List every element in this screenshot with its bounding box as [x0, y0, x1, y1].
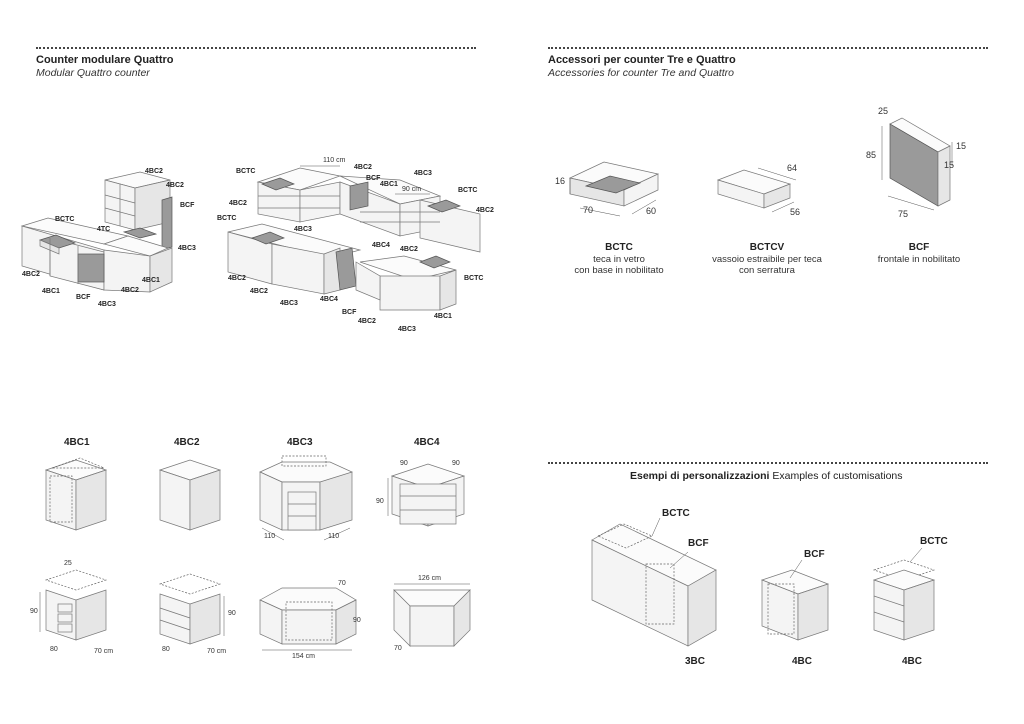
assembly-right-label: BCF [342, 309, 357, 316]
module-bc4-dim-a: 90 [400, 460, 408, 467]
module-name: 4BC4 [414, 437, 440, 448]
custom-name: 3BC [685, 656, 706, 667]
assembly-left-label: 4BC2 [166, 182, 184, 189]
right-title: Accessori per counter Tre e Quattro [548, 54, 736, 66]
assembly-left-label: 4BC2 [22, 271, 40, 278]
module-bc3-dim-a: 110 [264, 533, 276, 540]
module-name: 4BC3 [287, 437, 313, 448]
assembly-right-label: 4BC1 [434, 313, 452, 320]
assembly-right-label: BCTC [464, 275, 484, 282]
accessory-bctc-code: BCTC [605, 242, 633, 253]
assembly-right-label: 4BC4 [320, 296, 338, 303]
assembly-left-label: 4BC1 [42, 288, 60, 295]
module-row2-bc1-top: 25 [64, 560, 72, 567]
assembly-right-dim: 110 cm [323, 157, 346, 164]
accessory-bctcv-desc-1: vassoio estraibile per teca [712, 254, 822, 265]
module-row2-bc1-w: 80 [50, 646, 58, 653]
accessory-bcf-dim-t2: 15 [944, 160, 955, 170]
accessory-bcf-desc-1: frontale in nobilitato [877, 254, 961, 265]
assembly-right-label: 4BC2 [229, 200, 247, 207]
assembly-right-label: BCTC [458, 187, 478, 194]
module-row2-bc2-d: 70 cm [207, 648, 227, 655]
custom-label: BCF [688, 538, 709, 549]
module-row2-bc2-w: 80 [162, 646, 170, 653]
custom-name: 4BC [792, 656, 813, 667]
assembly-right-label: 4BC4 [372, 242, 390, 249]
module-row2-bc1-d: 70 cm [94, 648, 114, 655]
accessory-bctc-dim-h: 16 [555, 176, 566, 186]
custom-name: 4BC [902, 656, 923, 667]
custom-title: Esempi di personalizzazioni Examples of … [630, 470, 903, 482]
accessory-bctcv-desc-2: con serratura [739, 265, 795, 276]
custom-separator [548, 462, 988, 464]
accessory-bcf-dim-h: 85 [866, 150, 877, 160]
assembly-right-label: 4BC3 [398, 326, 416, 333]
assembly-right-label: BCTC [236, 168, 256, 175]
right-separator [548, 47, 988, 49]
assembly-left-label: 4TC [97, 226, 111, 233]
accessory-bctc-dim-d: 60 [646, 206, 657, 216]
assembly-right-label: 4BC2 [354, 164, 372, 171]
module-row2-bc1-h: 90 [30, 608, 38, 615]
assembly-right-label: 4BC2 [400, 246, 418, 253]
assembly-right-label: 4BC3 [414, 170, 432, 177]
right-subtitle: Accessories for counter Tre and Quattro [548, 67, 734, 79]
accessory-bctc-desc-1: teca in vetro [593, 254, 645, 265]
assembly-right-label: 4BC1 [380, 181, 398, 188]
custom-label: BCTC [920, 536, 948, 547]
left-subtitle: Modular Quattro counter [36, 67, 150, 79]
custom-label: BCTC [662, 508, 690, 519]
assembly-right-label: 4BC2 [228, 275, 246, 282]
left-title: Counter modulare Quattro [36, 54, 174, 66]
assembly-right-dim: 90 cm [402, 186, 422, 193]
accessory-bctcv-dim-w: 64 [787, 163, 798, 173]
assembly-left-label: 4BC2 [145, 168, 163, 175]
assembly-left-label: 4BC2 [121, 287, 139, 294]
assembly-left-label: 4BC3 [178, 245, 196, 252]
module-row2-bc4-d: 70 [394, 645, 402, 652]
module-bc3-dim-b: 110 [328, 533, 340, 540]
assembly-left-label: BCF [76, 294, 91, 301]
accessory-bctcv-dim-d: 56 [790, 207, 801, 217]
module-name: 4BC1 [64, 437, 90, 448]
assembly-left-label: BCTC [55, 216, 75, 223]
assembly-right-label: 4BC2 [476, 207, 494, 214]
custom-label: BCF [804, 549, 825, 560]
module-row2-bc3-w: 154 cm [292, 653, 315, 660]
left-separator [36, 47, 476, 49]
module-row2-bc3-h: 90 [353, 617, 361, 624]
assembly-left-label: 4BC3 [98, 301, 116, 308]
assembly-left-label: BCF [180, 202, 195, 209]
assembly-right-label: 4BC3 [280, 300, 298, 307]
accessory-bcf-code: BCF [908, 242, 930, 253]
assembly-right-label: 4BC2 [358, 318, 376, 325]
module-name: 4BC2 [174, 437, 200, 448]
module-bc4-dim-c: 90 [376, 498, 384, 505]
assembly-left-label: 4BC1 [142, 277, 160, 284]
assembly-right-label: 4BC2 [250, 288, 268, 295]
assembly-right-label: BCF [366, 175, 381, 182]
assembly-right-label: 4BC3 [294, 226, 312, 233]
assembly-right-label: BCTC [217, 215, 237, 222]
accessory-bctcv-code: BCTCV [749, 242, 785, 253]
accessory-bctc-desc-2: con base in nobilitato [574, 265, 664, 276]
module-row2-bc3-d: 70 [338, 580, 346, 587]
accessory-bcf-dim-top: 25 [878, 106, 889, 116]
module-row2-bc4-w: 126 cm [418, 575, 441, 582]
accessory-bctc-dim-w: 70 [583, 205, 594, 215]
accessory-bcf-dim-w: 75 [898, 209, 909, 219]
module-row2-bc2-h: 90 [228, 610, 236, 617]
module-bc4-dim-b: 90 [452, 460, 460, 467]
accessory-bcf-dim-t1: 15 [956, 141, 967, 151]
